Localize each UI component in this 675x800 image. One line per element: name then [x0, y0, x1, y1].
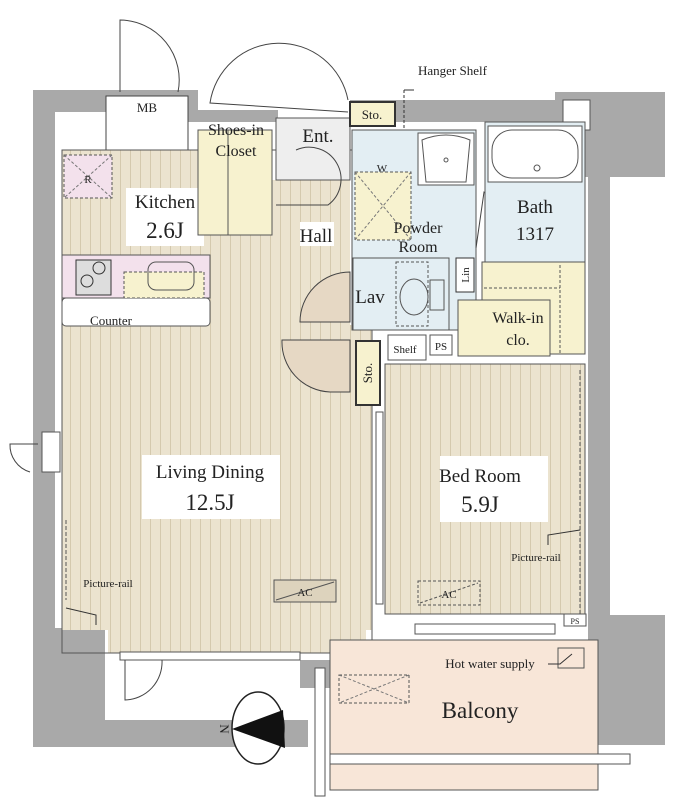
hanger-shelf-label: Hanger Shelf — [418, 63, 488, 78]
bedroom-name: Bed Room — [439, 466, 521, 487]
balcony-door[interactable] — [124, 659, 163, 701]
sto-hall-label: Sto. — [360, 363, 375, 384]
shoes-closet-label-1: Shoes-in — [208, 122, 264, 139]
mb-label: MB — [137, 100, 158, 115]
bedroom-size: 5.9J — [461, 492, 499, 517]
entrance-label: Ent. — [302, 126, 333, 147]
storage-hall[interactable] — [355, 340, 381, 406]
bathtub-icon — [487, 125, 583, 183]
living-name: Living Dining — [156, 462, 265, 483]
living-label-bg — [142, 455, 280, 519]
ac-living-label: AC — [297, 587, 312, 599]
kitchen-size: 2.6J — [146, 218, 184, 243]
living-window[interactable] — [119, 651, 301, 661]
linen-label: Lin — [460, 267, 472, 283]
ps-bed-label: PS — [571, 617, 580, 626]
linen-closet[interactable] — [455, 257, 475, 293]
walk-in-label-2: clo. — [506, 332, 530, 349]
lav-door[interactable] — [299, 271, 351, 323]
entrance — [275, 117, 351, 181]
bedroom-window[interactable] — [414, 623, 556, 635]
north-compass-icon — [231, 691, 285, 765]
pipe-space — [429, 334, 453, 356]
sink-icon — [147, 261, 195, 291]
shoes-in-closet[interactable] — [197, 129, 273, 236]
hall-label: Hall — [300, 226, 333, 247]
shelf[interactable] — [387, 334, 427, 361]
balcony-floor — [330, 640, 598, 790]
counter-label: Counter — [90, 313, 133, 328]
side-window[interactable] — [41, 431, 61, 473]
hot-water-label: Hot water supply — [445, 656, 535, 671]
powder-room-label-2: Room — [398, 239, 438, 256]
kitchen-label-bg — [126, 188, 204, 246]
walk-in-label-1: Walk-in — [492, 310, 543, 327]
bath-size: 1317 — [516, 224, 554, 245]
picture-rail-bed-label: Picture-rail — [511, 552, 560, 564]
toilet-icon — [395, 261, 445, 327]
bedroom-label-bg — [440, 456, 548, 522]
ac-bed-label: AC — [441, 589, 456, 601]
shoes-closet-label-2: Closet — [216, 143, 257, 160]
refrigerator-label: R — [84, 174, 92, 186]
sliding-door[interactable] — [375, 411, 384, 605]
sto-top-label: Sto. — [362, 107, 383, 122]
ps-label: PS — [435, 341, 447, 353]
shelf-label: Shelf — [393, 344, 417, 356]
north-label: N — [217, 724, 232, 734]
water-heater — [557, 647, 585, 669]
stove-icon — [75, 259, 112, 296]
washer-label: W — [377, 163, 388, 175]
powder-room-label-1: Powder — [394, 220, 444, 237]
washer-space — [354, 171, 412, 241]
living-size: 12.5J — [185, 490, 234, 515]
kitchen-name: Kitchen — [135, 192, 196, 213]
picture-rail-living-label: Picture-rail — [83, 578, 132, 590]
balcony-rail — [314, 667, 326, 797]
mb-door[interactable] — [119, 19, 180, 93]
outdoor-unit — [338, 674, 410, 704]
washbasin-icon — [417, 132, 475, 186]
ac-bed — [417, 580, 481, 606]
lavatory — [352, 257, 450, 331]
lav-label: Lav — [355, 287, 385, 308]
storage-top[interactable] — [349, 101, 396, 127]
entrance-door[interactable] — [209, 42, 349, 113]
inner-door[interactable] — [276, 146, 342, 206]
bath-label: Bath — [517, 197, 553, 218]
refrigerator-space — [63, 154, 113, 199]
hall-door[interactable] — [281, 339, 351, 393]
balcony-label: Balcony — [442, 698, 519, 723]
